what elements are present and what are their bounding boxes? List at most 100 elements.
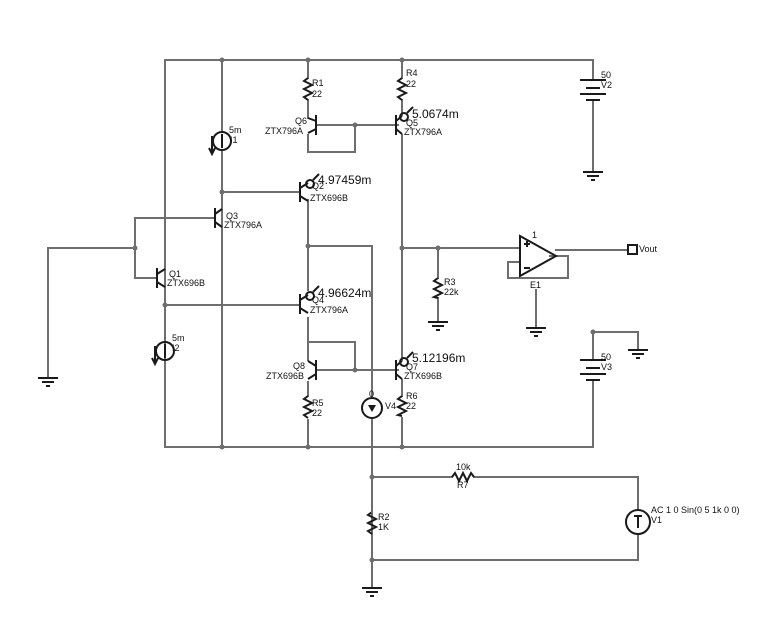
resistor-r6[interactable] xyxy=(395,395,409,417)
probe-icon xyxy=(399,106,414,122)
opamp-e1[interactable] xyxy=(519,234,559,278)
label-q5-ref: Q5 xyxy=(406,118,418,128)
probe-icon xyxy=(399,351,414,367)
labels: R1 22 R4 22 Q6 ZTX796A 5.0674m Q5 ZTX796… xyxy=(167,68,740,532)
voltage-source-v4[interactable] xyxy=(361,397,383,419)
ground-icons xyxy=(38,171,648,597)
junction xyxy=(305,57,311,63)
label-v3-value: 50 xyxy=(601,352,611,362)
label-q2-probe: 4.97459m xyxy=(318,173,371,187)
label-q5-probe: 5.0674m xyxy=(412,107,459,121)
label-q1-ref: Q1 xyxy=(169,269,181,279)
wire-r7-right xyxy=(473,476,639,511)
label-q6-model: ZTX796A xyxy=(265,126,303,136)
label-i1-ref: I1 xyxy=(230,135,238,145)
label-q8-model: ZTX696B xyxy=(266,371,304,381)
battery-v3[interactable] xyxy=(580,359,606,381)
label-r7-ref: R7 xyxy=(457,480,469,490)
current-source-i2[interactable] xyxy=(151,341,175,367)
resistor-r1[interactable] xyxy=(301,77,315,101)
label-e1-gain: 1 xyxy=(532,230,537,240)
label-e1-ref: E1 xyxy=(530,280,541,290)
junction xyxy=(132,245,138,251)
transistor-q6[interactable] xyxy=(307,115,317,135)
label-r1-ref: R1 xyxy=(312,78,324,88)
junction xyxy=(399,444,405,450)
wire-opamp-feedback xyxy=(507,255,569,279)
label-q4-model: ZTX796A xyxy=(310,305,348,315)
label-r6-ref: R6 xyxy=(406,391,418,401)
label-r4-ref: R4 xyxy=(406,68,418,78)
junction xyxy=(305,243,311,249)
label-r2-ref: R2 xyxy=(378,512,390,522)
label-v3-ref: V3 xyxy=(601,362,612,372)
label-r7-value: 10k xyxy=(456,462,471,472)
label-q2-model: ZTX696B xyxy=(310,193,348,203)
label-v4-ref: V4 xyxy=(385,401,396,411)
transistor-q1[interactable] xyxy=(156,268,166,288)
label-i2-value: 5m xyxy=(172,333,185,343)
junctions xyxy=(132,57,596,563)
label-r2-value: 1K xyxy=(378,522,389,532)
ground-icon xyxy=(526,327,546,337)
resistor-r2[interactable] xyxy=(365,511,379,535)
label-q8-ref: Q8 xyxy=(293,361,305,371)
resistor-r4[interactable] xyxy=(395,77,409,101)
label-q1-model: ZTX696B xyxy=(167,278,205,288)
resistors xyxy=(301,77,475,561)
label-r4-value: 22 xyxy=(406,79,416,89)
junction xyxy=(305,444,311,450)
label-q7-ref: Q7 xyxy=(406,362,418,372)
label-q6-ref: Q6 xyxy=(295,116,307,126)
resistor-r3[interactable] xyxy=(431,277,445,299)
ground-icon xyxy=(583,171,603,181)
label-q3-ref: Q3 xyxy=(226,211,238,221)
label-r1-value: 22 xyxy=(312,89,322,99)
junction xyxy=(352,122,358,128)
junction xyxy=(219,189,225,195)
wire-v1-return xyxy=(371,534,639,561)
label-v1-ref: V1 xyxy=(651,515,662,525)
label-q2-ref: Q2 xyxy=(312,181,324,191)
probe-icons xyxy=(305,106,414,367)
junction xyxy=(219,444,225,450)
label-v4-value: 0 xyxy=(369,389,374,399)
transistor-q3[interactable] xyxy=(214,208,223,228)
label-vout: Vout xyxy=(639,244,658,254)
junction xyxy=(435,245,441,251)
label-v2-ref: V2 xyxy=(601,80,612,90)
ac-source-v1[interactable] xyxy=(625,509,651,535)
resistor-r7[interactable] xyxy=(451,470,475,484)
label-q4-probe: 4.96624m xyxy=(318,286,371,300)
wire-v3-top xyxy=(592,331,639,351)
label-v2-value: 50 xyxy=(601,70,611,80)
transistors xyxy=(156,115,403,380)
label-r5-ref: R5 xyxy=(312,398,324,408)
junction xyxy=(219,57,225,63)
output-port[interactable] xyxy=(627,244,638,255)
label-i1-value: 5m xyxy=(229,125,242,135)
label-r6-value: 22 xyxy=(406,401,416,411)
label-q5-model: ZTX796A xyxy=(404,127,442,137)
ground-icon xyxy=(428,321,448,331)
label-i2-ref: I2 xyxy=(172,343,180,353)
label-r3-value: 22k xyxy=(444,287,459,297)
wires xyxy=(47,59,639,589)
battery-v2[interactable] xyxy=(580,79,606,101)
label-r3-ref: R3 xyxy=(444,277,456,287)
label-v1-value: AC 1 0 Sin(0 5 1k 0 0) xyxy=(651,505,740,515)
label-q7-model: ZTX696B xyxy=(404,371,442,381)
transistor-q8[interactable] xyxy=(307,360,317,380)
junction xyxy=(590,329,596,335)
label-q4-ref: Q4 xyxy=(312,295,324,305)
current-source-i1[interactable] xyxy=(208,131,232,157)
probe-icon xyxy=(305,285,320,301)
label-q3-model: ZTX796A xyxy=(224,220,262,230)
ground-icon xyxy=(362,587,382,597)
resistor-r5[interactable] xyxy=(301,395,315,419)
probe-icon xyxy=(305,173,320,189)
junction xyxy=(162,302,168,308)
wire-q6-diode xyxy=(307,124,356,153)
